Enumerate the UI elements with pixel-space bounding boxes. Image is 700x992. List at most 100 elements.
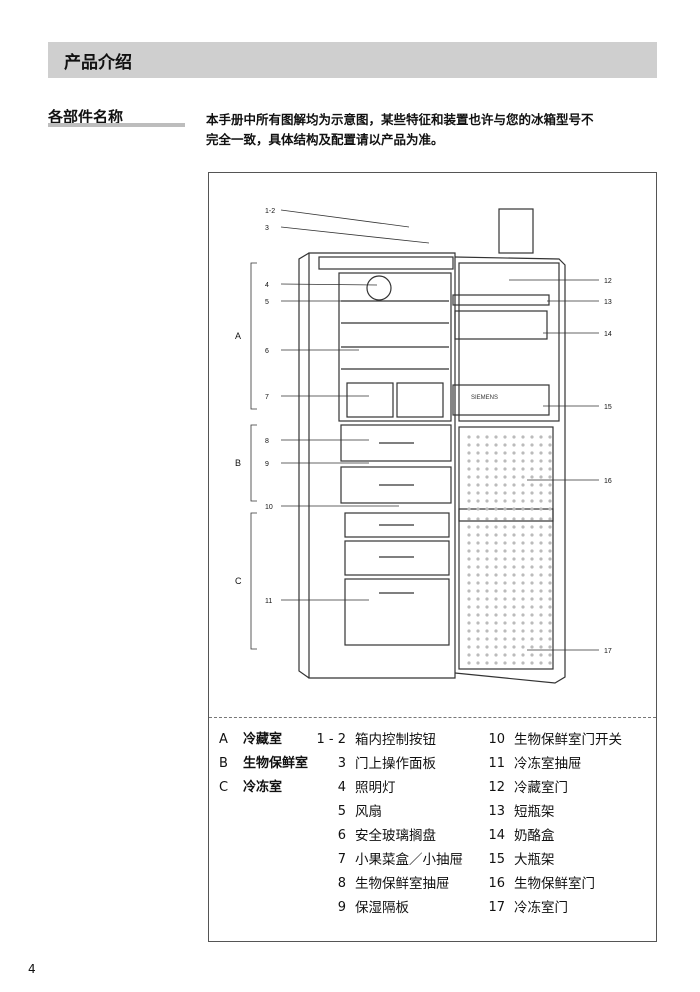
door-dimple [539,613,543,617]
door-dimple [539,597,543,601]
part-number: 7 [337,852,346,867]
door-dimple [485,653,489,657]
door-dimple [548,549,552,553]
callout-label: 14 [604,331,612,338]
door-dimple [530,517,534,521]
door-dimple [548,483,552,487]
door-dimple [476,645,480,649]
door-dimple [548,661,552,665]
page-number: 4 [28,962,36,976]
header-bar: 产品介绍 [48,42,657,78]
door-dimple [494,533,498,537]
door-dimple [503,661,507,665]
callout-line [280,226,430,244]
door-dimple [467,637,471,641]
door-dimple [485,573,489,577]
door-dimple [530,661,534,665]
door-dimple [485,565,489,569]
door-dimple [467,557,471,561]
door-dimple [467,491,471,495]
part-name: 照明灯 [355,780,396,796]
door-dimple [503,573,507,577]
door-dimple [521,613,525,617]
door-dimple [530,597,534,601]
callout-label: 16 [604,478,612,485]
zone-letter: C [219,780,229,795]
door-dimple [521,483,525,487]
zone-letter: A [219,732,228,747]
door-dimple [485,645,489,649]
door-dimple [467,533,471,537]
door-dimple [539,661,543,665]
door-dimple [476,541,480,545]
door-dimple [521,629,525,633]
door-dimple [476,525,480,529]
door-dimple [548,475,552,479]
door-dimple [530,451,534,455]
intro-text: 本手册中所有图解均为示意图，某些特征和装置也许与您的冰箱型号不 完全一致，具体结… [206,110,666,150]
door-dimple [494,541,498,545]
door-dimple [494,661,498,665]
door-dimple [485,435,489,439]
door-dimple [512,451,516,455]
door-dimple [539,621,543,625]
door-dimple [530,549,534,553]
door-dimple [521,443,525,447]
door-dimple [548,491,552,495]
door-dimple [512,517,516,521]
door-dimple [521,491,525,495]
zone-bracket [250,262,257,410]
door-dimple [476,565,480,569]
door-dimple [503,637,507,641]
door-dimple [521,597,525,601]
door-dimple [512,589,516,593]
door-dimple [512,621,516,625]
door-dimple [476,605,480,609]
door-dimple [494,451,498,455]
door-dimple [476,467,480,471]
door-dimple [539,645,543,649]
door-dimple [503,525,507,529]
door-dimple [539,491,543,495]
door-dimple [521,557,525,561]
door-dimple [485,533,489,537]
door-dimple [530,507,534,511]
door-dimple [539,435,543,439]
part-number: 9 [337,900,346,915]
door-dimple [467,483,471,487]
section-underline [48,123,185,127]
door-dimple [485,557,489,561]
door-dimple [512,475,516,479]
door-dimple [503,653,507,657]
zone-letter: A [235,331,241,341]
door-dimple [503,533,507,537]
door-dimple [521,549,525,553]
door-dimple [530,573,534,577]
door-dimple [521,645,525,649]
door-dimple [548,645,552,649]
part-number: 10 [488,732,505,747]
door-dimple [548,565,552,569]
door-dimple [548,517,552,521]
part-name: 生物保鲜室门开关 [514,732,622,748]
door-dimple [503,475,507,479]
door-dimple [503,597,507,601]
door-dimple [494,549,498,553]
door-dimple [512,491,516,495]
door-dimple [530,541,534,545]
door-dimple [476,653,480,657]
part-name: 冷藏室门 [514,780,568,796]
door-dimple [494,589,498,593]
door-dimple [539,629,543,633]
section-title: 各部件名称 [48,108,124,126]
door-dimple [494,637,498,641]
door-dimple [521,581,525,585]
door-dimple [494,507,498,511]
part-number: 17 [488,900,505,915]
zone-bracket [250,424,257,502]
door-dimple [503,491,507,495]
door-dimple [548,443,552,447]
door-dimple [521,507,525,511]
door-dimple [503,581,507,585]
door-dimple [521,573,525,577]
